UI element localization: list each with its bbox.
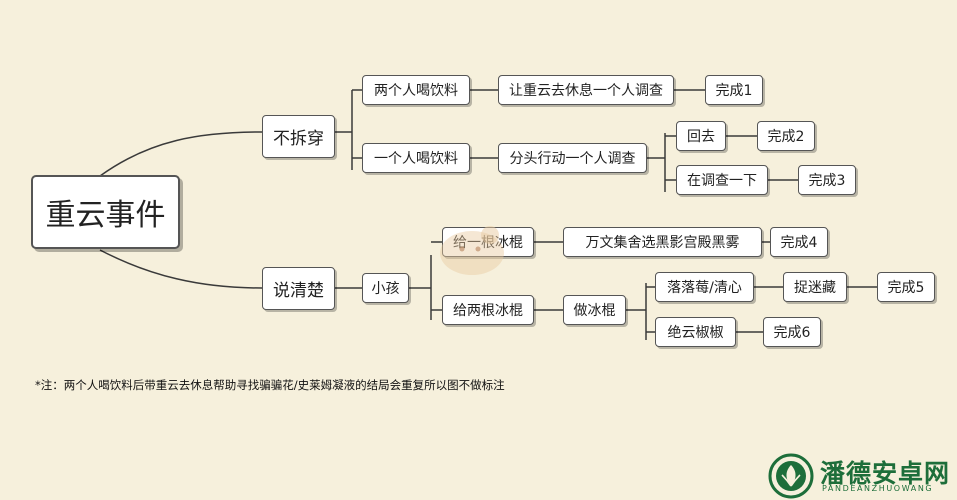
ending-6: 完成6 [763, 317, 821, 347]
watermark-text: 潘德安卓网 [820, 459, 951, 488]
watermark-blob-icon [440, 226, 504, 275]
ending-3: 完成3 [798, 165, 856, 195]
branch-tell-clearly: 说清楚 [262, 267, 335, 310]
root-node: 重云事件 [31, 175, 180, 249]
node-two-drink: 两个人喝饮料 [362, 75, 470, 105]
node-wanwen: 万文集舍选黑影宫殿黑雾 [563, 227, 762, 257]
node-luoluomei: 落落莓/清心 [655, 272, 754, 302]
watermark-subtext: PANDEANZHUOWANG [822, 484, 934, 493]
ending-2: 完成2 [757, 121, 815, 151]
node-let-rest: 让重云去休息一个人调查 [498, 75, 674, 105]
node-split-up: 分头行动一个人调查 [498, 143, 647, 173]
node-go-back: 回去 [676, 121, 726, 151]
node-make-ice: 做冰棍 [563, 295, 626, 325]
node-give-two: 给两根冰棍 [442, 295, 534, 325]
node-jueyun: 绝云椒椒 [655, 317, 736, 347]
node-give-one: 给一根冰棍 [442, 227, 534, 257]
watermark-logo-icon [768, 453, 814, 499]
ending-4: 完成4 [770, 227, 828, 257]
node-child: 小孩 [362, 273, 409, 303]
node-investigate: 在调查一下 [676, 165, 768, 195]
footnote: *注：两个人喝饮料后带重云去休息帮助寻找骗骗花/史莱姆凝液的结局会重复所以图不做… [35, 378, 505, 392]
ending-5: 完成5 [877, 272, 935, 302]
branch-not-expose: 不拆穿 [262, 115, 335, 158]
ending-1: 完成1 [705, 75, 763, 105]
node-hide-seek: 捉迷藏 [783, 272, 847, 302]
node-one-drink: 一个人喝饮料 [362, 143, 470, 173]
